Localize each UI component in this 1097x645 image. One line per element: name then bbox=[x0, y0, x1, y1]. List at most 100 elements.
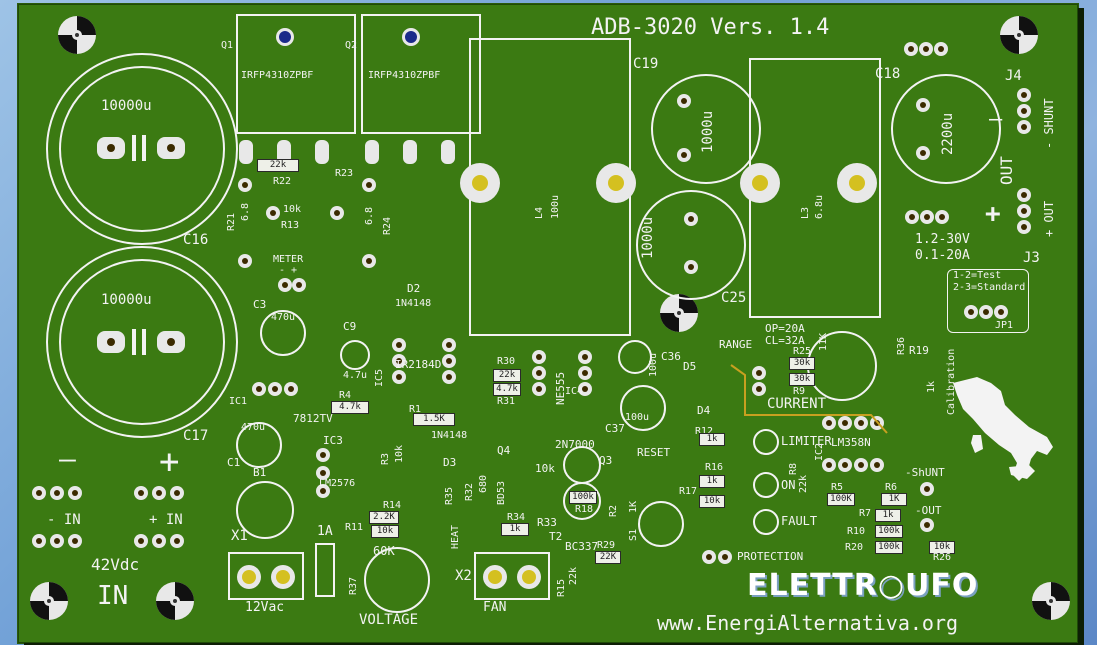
r5-resistor: 100K bbox=[827, 493, 855, 506]
out-label: OUT bbox=[997, 156, 1016, 185]
ic4-value: NE555 bbox=[554, 371, 567, 405]
j4-side-label: - SHUNT bbox=[1042, 98, 1056, 149]
c9-value: 4.7u bbox=[343, 370, 368, 381]
r4-resistor: 4.7k bbox=[331, 401, 369, 414]
jp1-label: JP1 bbox=[995, 320, 1014, 331]
r14-resistor: 2.2K bbox=[369, 511, 399, 524]
limiter-label: LIMITER bbox=[781, 434, 832, 448]
r37-label: R37 bbox=[348, 576, 359, 595]
d5-label: D5 bbox=[683, 360, 697, 373]
j4-label: J4 bbox=[1005, 68, 1022, 84]
c18-value: 2200u bbox=[940, 112, 956, 155]
r21-label: R21 bbox=[226, 212, 237, 231]
r25-resistor: 30k bbox=[789, 357, 815, 370]
pcb-artwork bbox=[30, 14, 1070, 620]
c36-value: 100u bbox=[648, 352, 659, 377]
fault-label: FAULT bbox=[781, 514, 818, 528]
voltage-label: VOLTAGE bbox=[359, 612, 419, 628]
in-neg-label: - IN bbox=[47, 512, 81, 528]
cl-label: CL=32A bbox=[765, 334, 805, 347]
r34-label: R34 bbox=[507, 512, 526, 523]
l3-label: L3 bbox=[800, 206, 811, 219]
q2-label: Q2 bbox=[345, 40, 358, 51]
c17-label: C17 bbox=[183, 428, 209, 444]
d4-label: D4 bbox=[697, 404, 711, 417]
q1-label: Q1 bbox=[221, 40, 234, 51]
q3-resistor-value: 10k bbox=[535, 462, 555, 475]
r30-resistor: 22k bbox=[493, 369, 521, 382]
in-minus-sign: — bbox=[59, 442, 76, 475]
r15-value: 22k bbox=[568, 566, 579, 585]
ic1-label: IC1 bbox=[229, 396, 248, 407]
current-label: CURRENT bbox=[767, 396, 827, 412]
r9-label: R9 bbox=[793, 386, 806, 397]
d3-label: D3 bbox=[443, 456, 457, 469]
r10-label: R10 bbox=[847, 526, 866, 537]
pcb-board: ADB-3020 Vers. 1.4 www.EnergiAlternativa… bbox=[18, 4, 1078, 643]
b1-label: B1 bbox=[253, 466, 267, 479]
website-url[interactable]: www.EnergiAlternativa.org bbox=[657, 611, 959, 635]
r20-label: R20 bbox=[845, 542, 864, 553]
out-neg-label: -OUT bbox=[915, 504, 942, 517]
jp1-note-standard: 2-3=Standard bbox=[953, 282, 1026, 293]
r2-label: R2 bbox=[608, 504, 619, 517]
ic5-label: IC5 bbox=[374, 368, 385, 387]
r7-label: R7 bbox=[859, 508, 872, 519]
spec-current: 0.1-20A bbox=[915, 248, 970, 263]
r35-label: R35 bbox=[444, 486, 455, 505]
c37-value: 100u bbox=[625, 412, 650, 423]
c25-value: 1000u bbox=[640, 216, 656, 259]
c3-label: C3 bbox=[253, 298, 267, 311]
r2-value: 1K bbox=[628, 500, 639, 513]
r31-label: R31 bbox=[497, 396, 516, 407]
c25-label: C25 bbox=[721, 290, 747, 306]
r26-resistor: 10k bbox=[929, 541, 955, 554]
k11-label: 11K bbox=[818, 332, 829, 351]
l4-value: 100u bbox=[550, 194, 561, 219]
fan-label: FAN bbox=[483, 600, 507, 615]
range-label: RANGE bbox=[719, 338, 753, 351]
r21-value: 6.8 bbox=[240, 202, 251, 221]
in-pos-label: + IN bbox=[149, 512, 183, 528]
s1-label: S1 bbox=[628, 528, 639, 541]
q2-part: IRFP4310ZPBF bbox=[368, 70, 441, 81]
q3-label: Q3 bbox=[599, 454, 613, 467]
t2-label: T2 bbox=[549, 530, 563, 543]
c19-value: 1000u bbox=[700, 110, 716, 153]
r11-label: R11 bbox=[345, 522, 364, 533]
r15-label: R15 bbox=[556, 578, 567, 597]
q4-label: Q4 bbox=[497, 444, 511, 457]
r6-label: R6 bbox=[885, 482, 898, 493]
r34-resistor: 1k bbox=[501, 523, 529, 536]
op-label: OP=20A bbox=[765, 322, 805, 335]
jp1-box bbox=[947, 269, 1029, 333]
q4-value: BD53 bbox=[496, 480, 507, 505]
ic5-value: IR2184D bbox=[395, 358, 442, 371]
board-title: ADB-3020 Vers. 1.4 bbox=[591, 15, 830, 40]
r16-label: R16 bbox=[705, 462, 724, 473]
d2-label: D2 bbox=[407, 282, 421, 295]
q1-part: IRFP4310ZPBF bbox=[241, 70, 314, 81]
reset-label[interactable]: RESET bbox=[637, 446, 671, 459]
r32-value: 680 bbox=[478, 474, 489, 493]
c16-value: 10000u bbox=[101, 98, 152, 114]
r17-label: R17 bbox=[679, 486, 698, 497]
c1-label: C1 bbox=[227, 456, 241, 469]
r13-value: 10k bbox=[283, 204, 302, 215]
r1-label: R1 bbox=[409, 404, 422, 415]
meter-label: METER bbox=[273, 254, 304, 265]
x1-label: X1 bbox=[231, 528, 248, 544]
x2-label: X2 bbox=[455, 568, 472, 584]
mount-hole-tl bbox=[58, 16, 96, 54]
mount-hole-bl bbox=[30, 582, 68, 620]
on-label: ON bbox=[781, 478, 796, 492]
j3-label: J3 bbox=[1023, 250, 1040, 266]
r19-value: 1k bbox=[926, 380, 937, 393]
r7-resistor: 1k bbox=[875, 509, 901, 522]
shunt-neg-label: -ShUNT bbox=[905, 466, 945, 479]
r22-resistor: 22k bbox=[257, 159, 299, 172]
c16-label: C16 bbox=[183, 232, 209, 248]
r8-label: R8 bbox=[788, 462, 799, 475]
t2-value: BC337 bbox=[565, 540, 599, 553]
italy-map-icon bbox=[953, 377, 1053, 481]
